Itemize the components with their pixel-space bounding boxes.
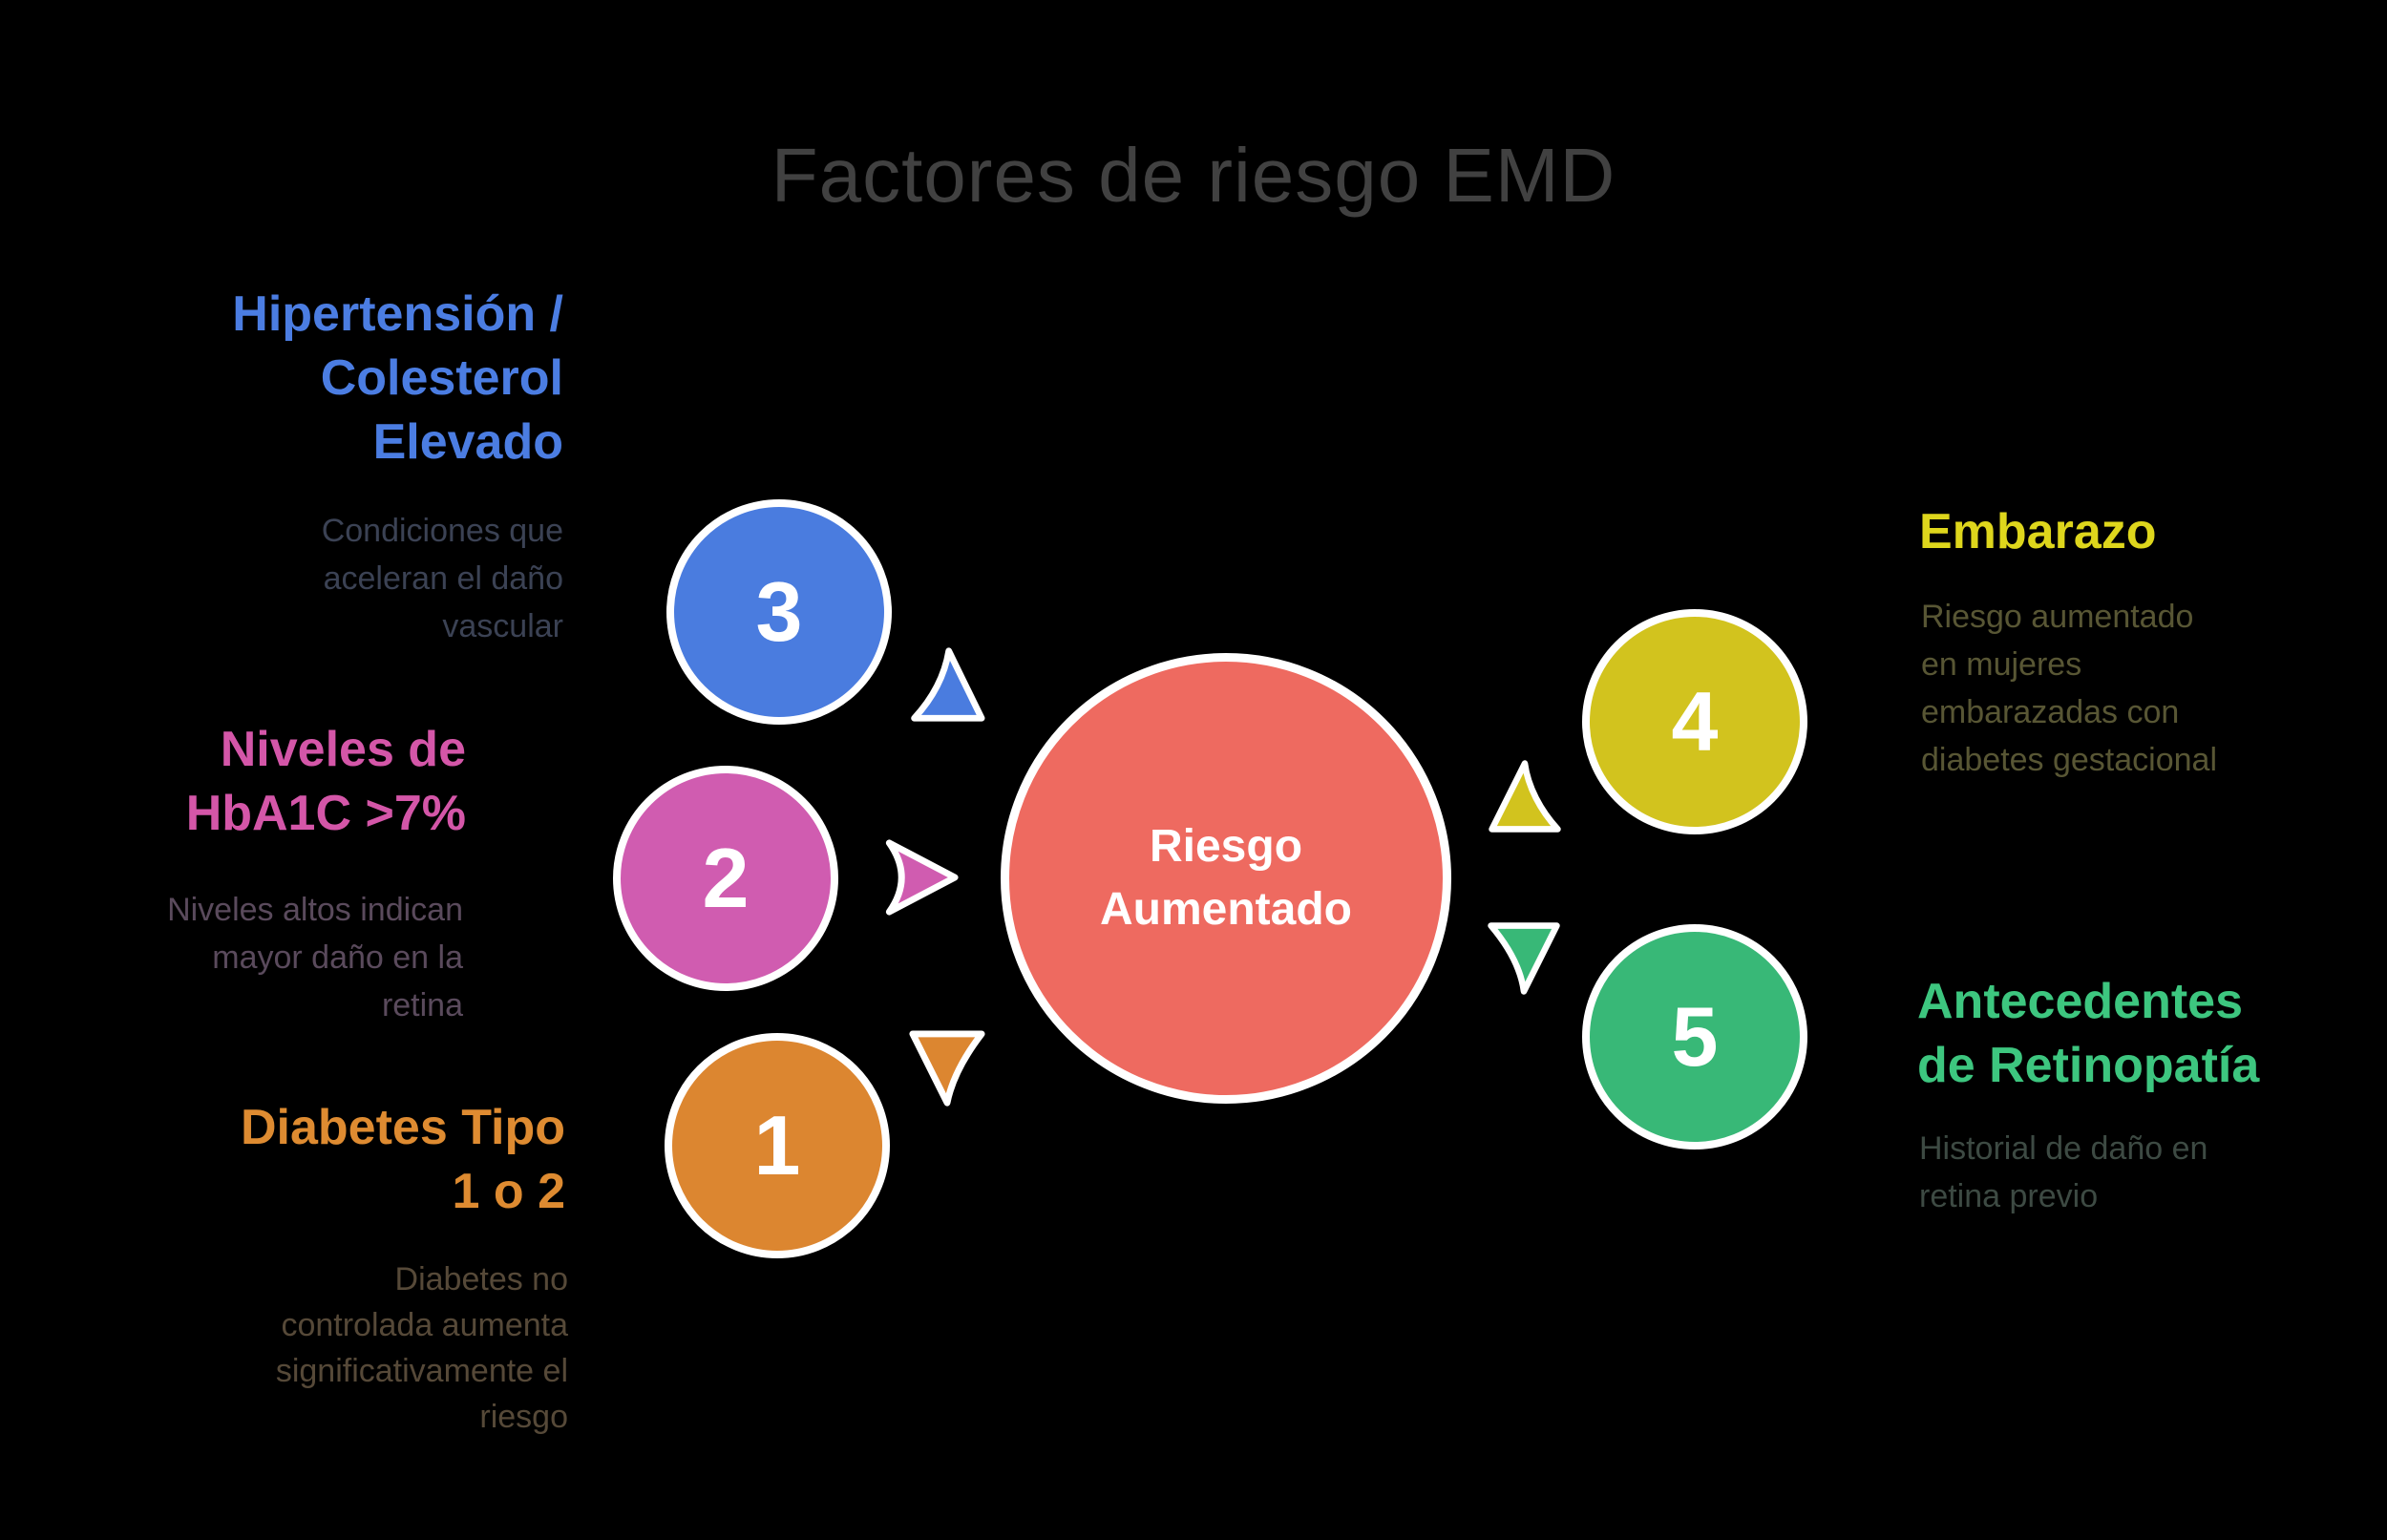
factor-3-arrow-up-icon [907, 643, 987, 730]
factor-2-circle: 2 [613, 766, 838, 991]
factor-5-arrow-down-icon [1483, 919, 1565, 1002]
factor-3-heading: Hipertensión / Colesterol Elevado [232, 286, 563, 470]
center-risk-label: Riesgo Aumentado [1100, 821, 1352, 935]
factor-1-heading: Diabetes Tipo 1 o 2 [240, 1100, 565, 1219]
factor-2-number: 2 [702, 831, 750, 925]
factor-2-description: Niveles altos indican mayor daño en la r… [167, 892, 463, 1023]
factor-2-heading: Niveles de HbA1C >7% [185, 722, 466, 841]
factor-5-description: Historial de daño en retina previo [1919, 1130, 2208, 1214]
factor-3-description: Condiciones que aceleran el daño vascula… [321, 513, 563, 644]
page-title: Factores de riesgo EMD [771, 133, 1616, 218]
factor-1-arrow-down-icon [905, 1027, 989, 1114]
factor-4-description: Riesgo aumentado en mujeres embarazadas … [1921, 599, 2218, 778]
factor-1-circle: 1 [665, 1033, 890, 1258]
factor-4-heading: Embarazo [1919, 504, 2157, 559]
factor-5-circle: 5 [1582, 924, 1807, 1150]
factor-4-circle: 4 [1582, 609, 1807, 834]
factor-3-circle: 3 [666, 499, 892, 725]
factor-5-number: 5 [1671, 989, 1719, 1084]
factor-4-number: 4 [1671, 674, 1719, 769]
factor-1-number: 1 [753, 1098, 801, 1192]
center-risk-circle: Riesgo Aumentado [1001, 653, 1451, 1104]
factor-3-number: 3 [755, 564, 803, 659]
factor-4-arrow-up-icon [1486, 757, 1564, 840]
factor-5-heading: Antecedentes de Retinopatía [1917, 974, 2260, 1093]
factor-2-arrow-right-icon [877, 836, 964, 923]
factor-1-description: Diabetes no controlada aumenta significa… [275, 1261, 568, 1435]
